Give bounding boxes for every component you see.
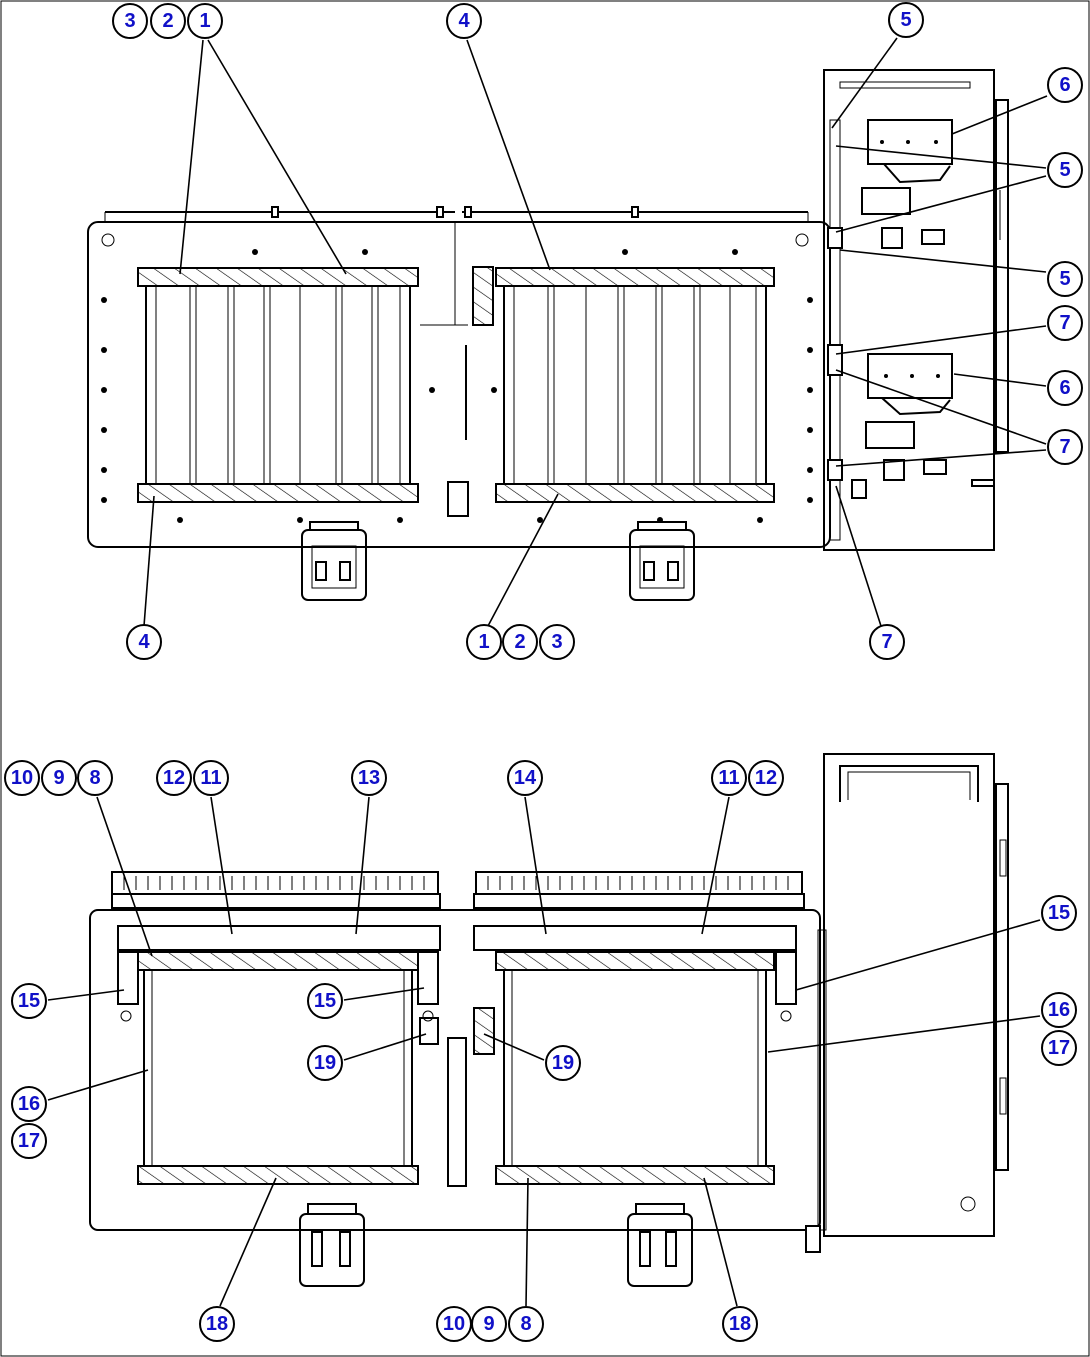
svg-text:2: 2: [162, 10, 173, 32]
callout-bubble: 6: [1047, 370, 1083, 406]
bottom-header-left: [137, 483, 419, 503]
callout-bubble: 1: [466, 624, 502, 660]
svg-text:1: 1: [478, 631, 489, 653]
callout-bubble: 9: [471, 1306, 507, 1342]
svg-text:5: 5: [900, 9, 911, 31]
callout-bubble: 4: [446, 3, 482, 39]
svg-text:7: 7: [881, 631, 892, 653]
svg-text:15: 15: [1048, 902, 1070, 924]
callout-bubble: 5: [888, 2, 924, 38]
svg-text:4: 4: [458, 10, 470, 32]
callout-bubble: 7: [1047, 429, 1083, 465]
svg-text:18: 18: [729, 1313, 751, 1335]
top-view-assembly: [87, 69, 1009, 601]
callout-bubble: 15: [1041, 895, 1077, 931]
svg-text:10: 10: [443, 1313, 465, 1335]
callout-bubble: 10: [4, 760, 40, 796]
svg-text:11: 11: [200, 767, 221, 789]
main-panel-bottom: [89, 909, 821, 1231]
callout-bubble: 10: [436, 1306, 472, 1342]
callout-bubble: 13: [351, 760, 387, 796]
callout-bubble: 19: [307, 1045, 343, 1081]
callout-bubble: 12: [748, 760, 784, 796]
callout-bubble: 12: [156, 760, 192, 796]
frame-right: [503, 969, 767, 1167]
callout-bubble: 2: [150, 3, 186, 39]
svg-text:12: 12: [163, 767, 185, 789]
svg-text:4: 4: [138, 631, 150, 653]
svg-text:15: 15: [18, 990, 40, 1012]
callout-bubble: 5: [1047, 261, 1083, 297]
svg-text:11: 11: [718, 767, 739, 789]
callout-bubble: 19: [545, 1045, 581, 1081]
svg-text:9: 9: [53, 767, 64, 789]
callout-bubble: 18: [722, 1306, 758, 1342]
svg-text:15: 15: [314, 990, 336, 1012]
callout-bubble: 2: [502, 624, 538, 660]
svg-text:10: 10: [11, 767, 33, 789]
callout-bubble: 16: [1041, 992, 1077, 1028]
mount-right-top: [629, 521, 695, 601]
svg-text:2: 2: [514, 631, 525, 653]
svg-text:3: 3: [551, 631, 562, 653]
callout-bubble: 8: [77, 760, 113, 796]
callout-bubble: 3: [112, 3, 148, 39]
svg-text:13: 13: [358, 767, 380, 789]
svg-text:3: 3: [124, 10, 135, 32]
electrical-cabinet-bottom: [805, 753, 1009, 1253]
svg-text:6: 6: [1059, 377, 1070, 399]
svg-text:12: 12: [755, 767, 777, 789]
callout-bubble: 7: [869, 624, 905, 660]
svg-text:14: 14: [514, 767, 537, 789]
svg-text:9: 9: [483, 1313, 494, 1335]
svg-text:17: 17: [18, 1130, 40, 1152]
callout-bubble: 17: [11, 1123, 47, 1159]
callout-bubble: 15: [11, 983, 47, 1019]
svg-text:16: 16: [18, 1093, 40, 1115]
bottom-view-assembly: [89, 753, 1009, 1287]
frame-left: [143, 969, 413, 1167]
svg-text:16: 16: [1048, 999, 1070, 1021]
callout-bubble: 5: [1047, 152, 1083, 188]
callout-bubble: 18: [199, 1306, 235, 1342]
callout-bubble: 15: [307, 983, 343, 1019]
callout-bubble: 6: [1047, 67, 1083, 103]
callout-bubble: 4: [126, 624, 162, 660]
svg-text:18: 18: [206, 1313, 228, 1335]
mount-right-bottom: [627, 1203, 693, 1287]
callout-bubble: 14: [507, 760, 543, 796]
callout-bubble: 1: [187, 3, 223, 39]
svg-text:19: 19: [552, 1052, 574, 1074]
electrical-cabinet-top: [823, 69, 1009, 551]
svg-text:5: 5: [1059, 268, 1070, 290]
callout-bubbles: 3 2 1 4 5 6 5 5 7 6 7 4 1 2 3 7 10 9 8 1…: [4, 2, 1083, 1342]
callout-bubble: 11: [193, 760, 229, 796]
mount-left-top: [301, 521, 367, 601]
svg-text:1: 1: [199, 10, 210, 32]
svg-text:17: 17: [1048, 1037, 1070, 1059]
top-header-right: [495, 267, 775, 287]
svg-text:8: 8: [520, 1313, 531, 1335]
bottom-header-right: [495, 483, 775, 503]
leader-lines: [47, 37, 1048, 1307]
callout-bubble: 16: [11, 1086, 47, 1122]
core-left: [145, 285, 411, 485]
svg-text:5: 5: [1059, 159, 1070, 181]
svg-text:7: 7: [1059, 312, 1070, 334]
callout-bubble: 11: [711, 760, 747, 796]
core-right: [503, 285, 767, 485]
mount-left-bottom: [299, 1203, 365, 1287]
callout-bubble: 9: [41, 760, 77, 796]
callout-bubble: 7: [1047, 305, 1083, 341]
callout-bubble: 8: [508, 1306, 544, 1342]
callout-bubble: 17: [1041, 1030, 1077, 1066]
svg-text:7: 7: [1059, 436, 1070, 458]
svg-text:6: 6: [1059, 74, 1070, 96]
svg-text:19: 19: [314, 1052, 336, 1074]
callout-bubble: 3: [539, 624, 575, 660]
svg-text:8: 8: [89, 767, 100, 789]
